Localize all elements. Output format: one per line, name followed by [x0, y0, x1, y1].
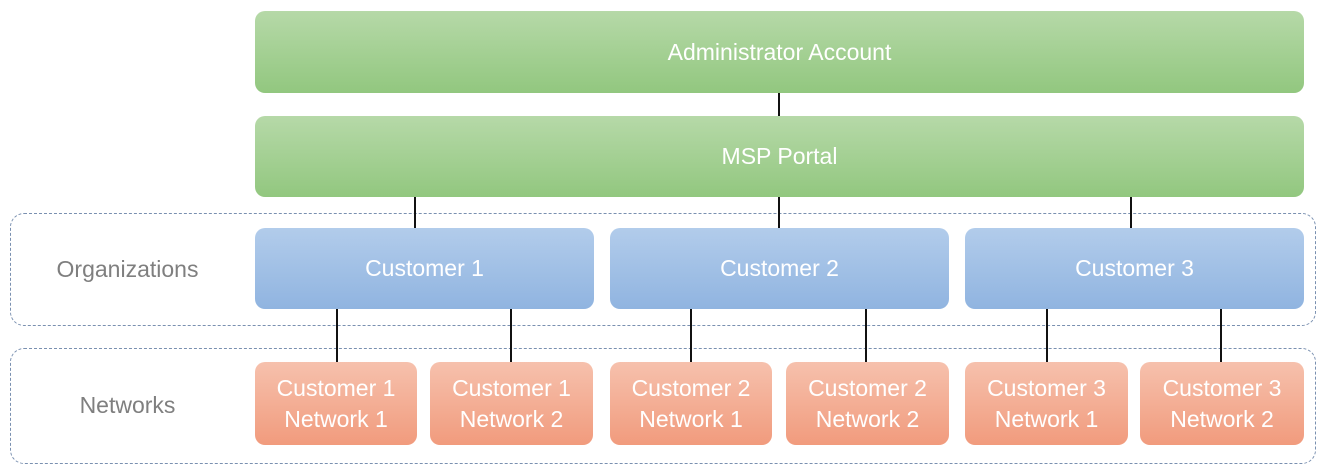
network-box-c1-n1[interactable]: Customer 1 Network 1	[255, 362, 417, 445]
network-label: Network 1	[639, 405, 743, 432]
network-box-c1-n2[interactable]: Customer 1 Network 2	[430, 362, 593, 445]
connector-portal-customer-3	[1130, 197, 1132, 228]
customer-label: Customer 3	[1075, 255, 1194, 281]
organizations-label: Organizations	[56, 256, 199, 282]
customer-1-box[interactable]: Customer 1	[255, 228, 594, 309]
connector-customer-3-network-1	[1046, 309, 1048, 362]
network-customer-label: Customer 2	[631, 374, 751, 401]
customer-label: Customer 1	[365, 255, 484, 281]
organizations-group	[10, 213, 1316, 326]
customer-3-box[interactable]: Customer 3	[965, 228, 1304, 309]
network-customer-label: Customer 3	[987, 374, 1106, 401]
networks-label: Networks	[79, 392, 176, 418]
network-label: Network 2	[815, 405, 920, 432]
connector-portal-customer-2	[778, 197, 780, 228]
connector-customer-1-network-2	[510, 309, 512, 362]
connector-customer-2-network-1	[690, 309, 692, 362]
connector-customer-1-network-1	[336, 309, 338, 362]
network-customer-label: Customer 2	[808, 374, 927, 401]
customer-label: Customer 2	[720, 255, 839, 281]
network-box-c3-n1[interactable]: Customer 3 Network 1	[965, 362, 1128, 445]
administrator-account-box[interactable]: Administrator Account	[255, 11, 1304, 93]
connector-portal-customer-1	[414, 197, 416, 228]
network-label: Network 2	[459, 405, 564, 432]
connector-customer-2-network-2	[865, 309, 867, 362]
msp-portal-box[interactable]: MSP Portal	[255, 116, 1304, 197]
networks-group	[10, 348, 1316, 464]
network-label: Network 1	[284, 405, 388, 432]
network-customer-label: Customer 1	[452, 374, 571, 401]
network-label: Network 2	[1170, 405, 1274, 432]
connector-admin-portal	[778, 93, 780, 116]
connector-customer-3-network-2	[1220, 309, 1222, 362]
customer-2-box[interactable]: Customer 2	[610, 228, 949, 309]
network-customer-label: Customer 3	[1162, 374, 1282, 401]
network-box-c3-n2[interactable]: Customer 3 Network 2	[1140, 362, 1304, 445]
network-label: Network 1	[994, 405, 1099, 432]
administrator-account-label: Administrator Account	[667, 38, 892, 65]
network-customer-label: Customer 1	[276, 374, 396, 401]
network-box-c2-n2[interactable]: Customer 2 Network 2	[786, 362, 949, 445]
msp-portal-label: MSP Portal	[721, 143, 838, 169]
network-box-c2-n1[interactable]: Customer 2 Network 1	[610, 362, 772, 445]
